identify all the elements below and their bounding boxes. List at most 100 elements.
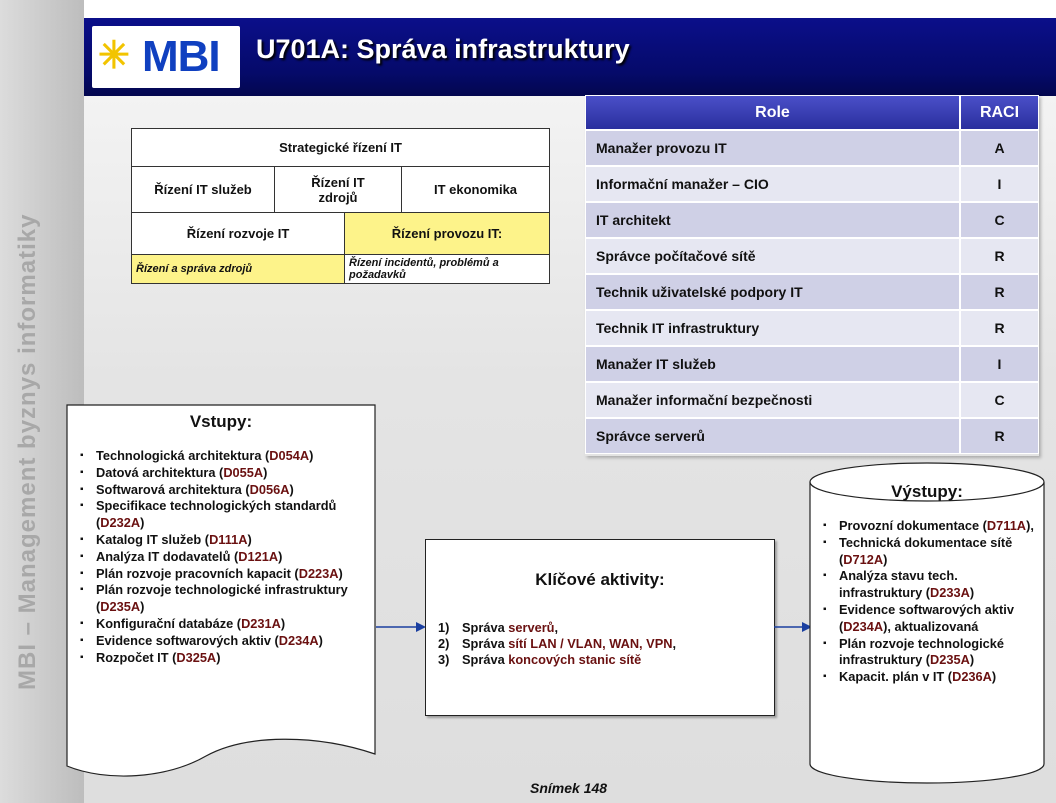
page-title: U701A: Správa infrastruktury xyxy=(256,34,630,64)
raci-role: Manažer provozu IT xyxy=(585,130,960,166)
activity-number: 2) xyxy=(438,636,450,651)
input-item: Rozpočet IT (D325A) xyxy=(76,650,366,667)
output-item: Kapacit. plán v IT (D236A) xyxy=(819,669,1041,686)
input-item: Evidence softwarových aktiv (D234A) xyxy=(76,633,366,650)
input-item-code: D231A xyxy=(241,615,281,631)
raci-role: Technik IT infrastruktury xyxy=(585,310,960,346)
outputs-cylinder: Výstupy: Provozní dokumentace (D711A),Te… xyxy=(809,462,1045,784)
raci-role: IT architekt xyxy=(585,202,960,238)
activities-list: 1)Správa serverů,2)Správa sítí LAN / VLA… xyxy=(438,620,676,668)
activity-text: Správa serverů, xyxy=(462,620,558,636)
sun-icon: ✳ xyxy=(98,35,130,77)
output-item-text: Plán rozvoje technologické infrastruktur… xyxy=(839,635,1004,668)
activity-object: sítí LAN / VLAN, WAN, VPN xyxy=(508,636,673,651)
input-item-code: D111A xyxy=(209,531,248,547)
input-item-text: Softwarová architektura xyxy=(96,481,242,497)
cell-development: Řízení rozvoje IT xyxy=(132,213,345,255)
output-item-suffix: , xyxy=(1030,518,1034,533)
input-item: Specifikace technologických standardů (D… xyxy=(76,498,366,532)
raci-role: Manažer IT služeb xyxy=(585,346,960,382)
output-item-code: D233A xyxy=(930,585,970,601)
output-item: Technická dokumentace sítě (D712A) xyxy=(819,535,1041,569)
outputs-list: Provozní dokumentace (D711A),Technická d… xyxy=(819,518,1041,686)
activity-item: 2) Správa sítí LAN / VLAN, WAN, VPN, xyxy=(438,636,676,652)
activity-verb: Správa xyxy=(462,620,505,635)
input-item: Softwarová architektura (D056A) xyxy=(76,482,366,499)
slide-number: Snímek 148 xyxy=(530,780,608,796)
output-item-code: D711A xyxy=(986,518,1027,533)
output-item: Analýza stavu tech. infrastruktury (D233… xyxy=(819,568,1041,602)
activities-title: Klíčové aktivity: xyxy=(535,570,665,589)
raci-role: Manažer informační bezpečnosti xyxy=(585,382,960,418)
output-item-suffix: , aktualizovaná xyxy=(887,618,979,634)
input-item: Analýza IT dodavatelů (D121A) xyxy=(76,549,366,566)
input-item-code: D056A xyxy=(249,481,290,497)
output-item-text: Evidence softwarových aktiv xyxy=(839,601,1014,617)
input-item: Technologická architektura (D054A) xyxy=(76,448,366,465)
raci-role: Správce počítačové sítě xyxy=(585,238,960,274)
inputs-document: Vstupy: Technologická architektura (D054… xyxy=(66,404,376,784)
raci-role: Správce serverů xyxy=(585,418,960,454)
cell-economics: IT ekonomika xyxy=(402,167,549,213)
input-item-code: D055A xyxy=(223,464,264,480)
sidebar-text: MBI – Management byznys informatiky xyxy=(14,213,41,690)
raci-role: Informační manažer – CIO xyxy=(585,166,960,202)
raci-value: R xyxy=(960,310,1039,346)
input-item-text: Datová architektura xyxy=(96,464,216,480)
activity-verb: Správa xyxy=(462,636,505,651)
raci-value: C xyxy=(960,382,1039,418)
raci-header-role: Role xyxy=(585,95,960,130)
activity-text: Správa koncových stanic sítě xyxy=(462,652,641,668)
output-item-code: D236A xyxy=(952,669,992,685)
logo: ✳ MBI xyxy=(92,26,240,88)
cell-resources: Řízení IT zdrojů xyxy=(275,167,402,213)
input-item: Konfigurační databáze (D231A) xyxy=(76,616,366,633)
input-item: Katalog IT služeb (D111A) xyxy=(76,532,366,549)
activity-object: serverů xyxy=(508,620,555,635)
inputs-list: Technologická architektura (D054A)Datová… xyxy=(76,448,366,666)
input-item-text: Technologická architektura xyxy=(96,448,262,463)
input-item-code: D054A xyxy=(269,448,310,463)
input-item-text: Analýza IT dodavatelů xyxy=(96,548,231,564)
cell-operations: Řízení provozu IT: xyxy=(345,213,549,255)
arrow-right-icon xyxy=(376,622,426,632)
arrow-right-icon xyxy=(774,622,812,632)
activity-text: Správa sítí LAN / VLAN, WAN, VPN, xyxy=(462,636,676,652)
output-item-text: Technická dokumentace sítě xyxy=(839,534,1013,550)
activity-suffix: , xyxy=(672,636,677,651)
activity-object: koncových stanic sítě xyxy=(508,652,642,667)
raci-header-raci: RACI xyxy=(960,95,1039,130)
input-item: Plán rozvoje technologické infrastruktur… xyxy=(76,582,366,616)
title-bar xyxy=(84,18,1056,96)
outputs-title: Výstupy: xyxy=(891,482,963,501)
output-item-code: D235A xyxy=(930,652,970,668)
inputs-title: Vstupy: xyxy=(189,412,253,431)
input-item-code: D223A xyxy=(298,565,339,581)
raci-value: R xyxy=(960,418,1039,454)
input-item: Plán rozvoje pracovních kapacit (D223A) xyxy=(76,566,366,583)
activity-suffix: , xyxy=(554,620,559,635)
input-item-text: Katalog IT služeb xyxy=(96,531,202,547)
it-management-grid: Strategické řízení IT Řízení IT služeb Ř… xyxy=(131,128,550,284)
input-item-code: D235A xyxy=(100,599,141,615)
cell-services: Řízení IT služeb xyxy=(132,167,275,213)
output-item-text: Kapacit. plán v IT xyxy=(839,669,945,685)
input-item-text: Rozpočet IT xyxy=(96,649,169,665)
output-item-text: Analýza stavu tech. infrastruktury xyxy=(839,568,958,601)
input-item-code: D325A xyxy=(176,649,217,665)
key-activities-box: Klíčové aktivity: 1)Správa serverů,2)Spr… xyxy=(425,539,775,716)
input-item-text: Konfigurační databáze xyxy=(96,615,234,631)
input-item-code: D234A xyxy=(278,632,319,648)
raci-value: A xyxy=(960,130,1039,166)
activity-number: 3) xyxy=(438,652,450,667)
input-item-text: Plán rozvoje technologické infrastruktur… xyxy=(96,582,348,598)
cell-strategic: Strategické řízení IT xyxy=(132,129,549,167)
